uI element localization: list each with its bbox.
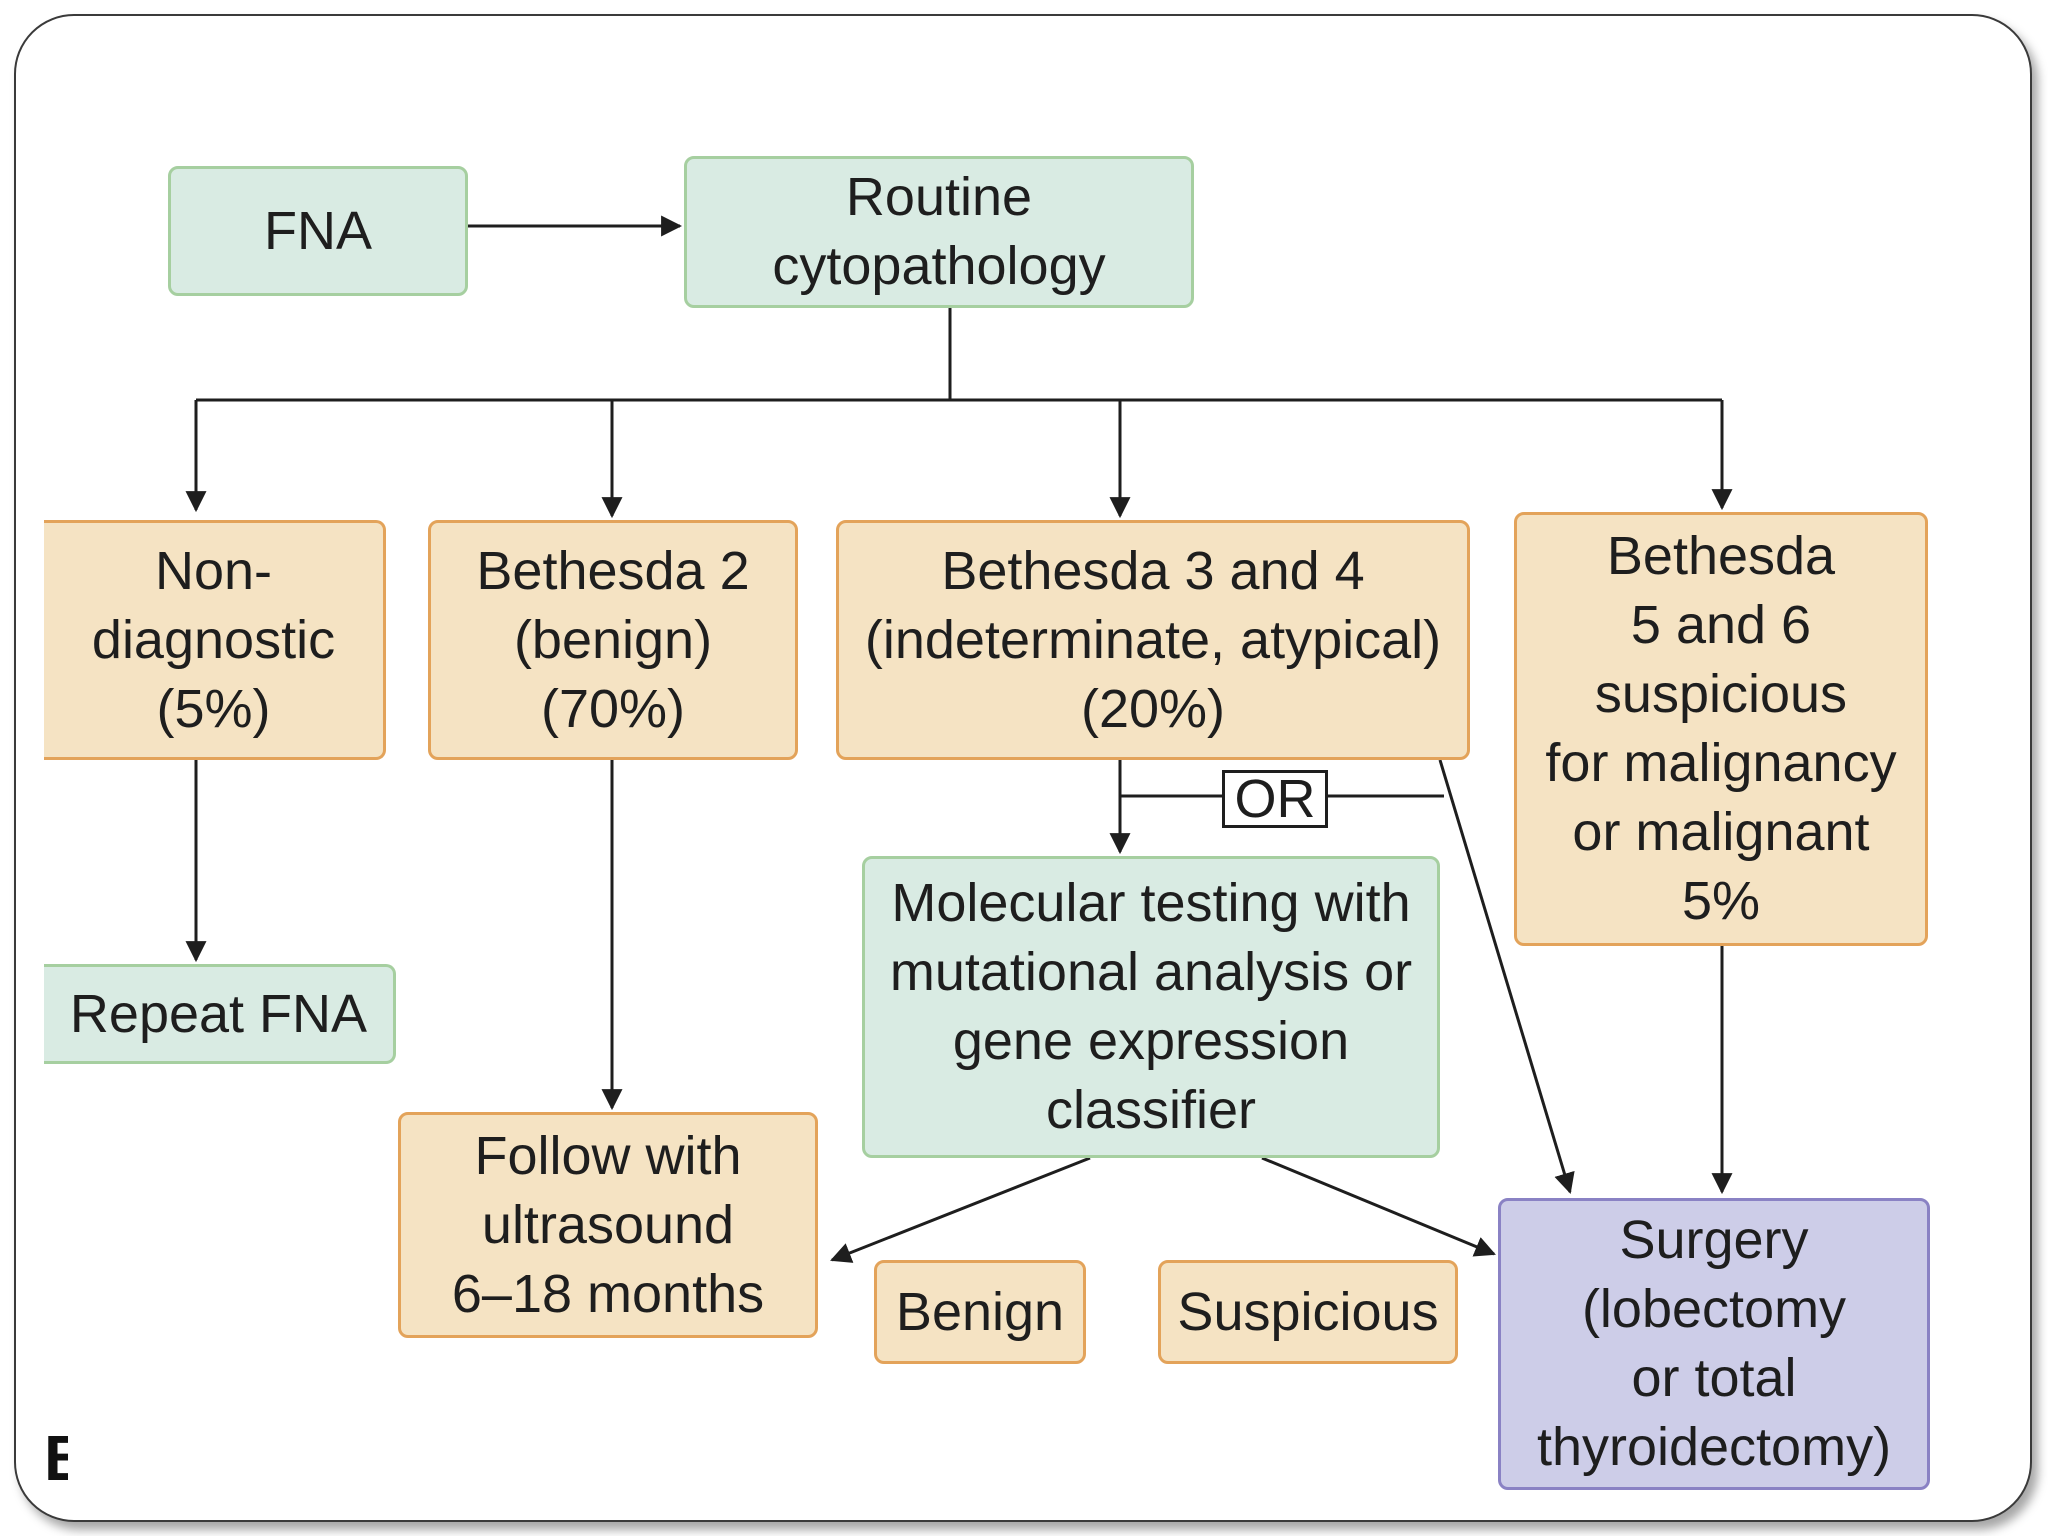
arrow-molecular-to-follow-up	[830, 1156, 1091, 1263]
nondiagnostic-box: Non- diagnostic (5%)	[44, 520, 386, 760]
molecular-testing-box: Molecular testing with mutational analys…	[862, 856, 1440, 1158]
benign-result-box: Benign	[874, 1260, 1086, 1364]
surgery-box: Surgery (lobectomy or total thyroidectom…	[1498, 1198, 1930, 1490]
arrow-bethesda34-to-surgery	[1438, 759, 1575, 1195]
panel-letter: B	[44, 1422, 68, 1494]
suspicious-result-box: Suspicious	[1158, 1260, 1458, 1364]
fna-box: FNA	[168, 166, 468, 296]
bethesda-5-6-box: Bethesda 5 and 6 suspicious for malignan…	[1514, 512, 1928, 946]
follow-up-ultrasound-box: Follow with ultrasound 6–18 months	[398, 1112, 818, 1338]
repeat-fna-box: Repeat FNA	[44, 964, 396, 1064]
bethesda-3-4-box: Bethesda 3 and 4 (indeterminate, atypica…	[836, 520, 1470, 760]
arrow-molecular-to-surgery	[1261, 1156, 1496, 1257]
or-label: OR	[1222, 770, 1328, 828]
bethesda-2-box: Bethesda 2 (benign) (70%)	[428, 520, 798, 760]
routine-cytopathology-box: Routine cytopathology	[684, 156, 1194, 308]
